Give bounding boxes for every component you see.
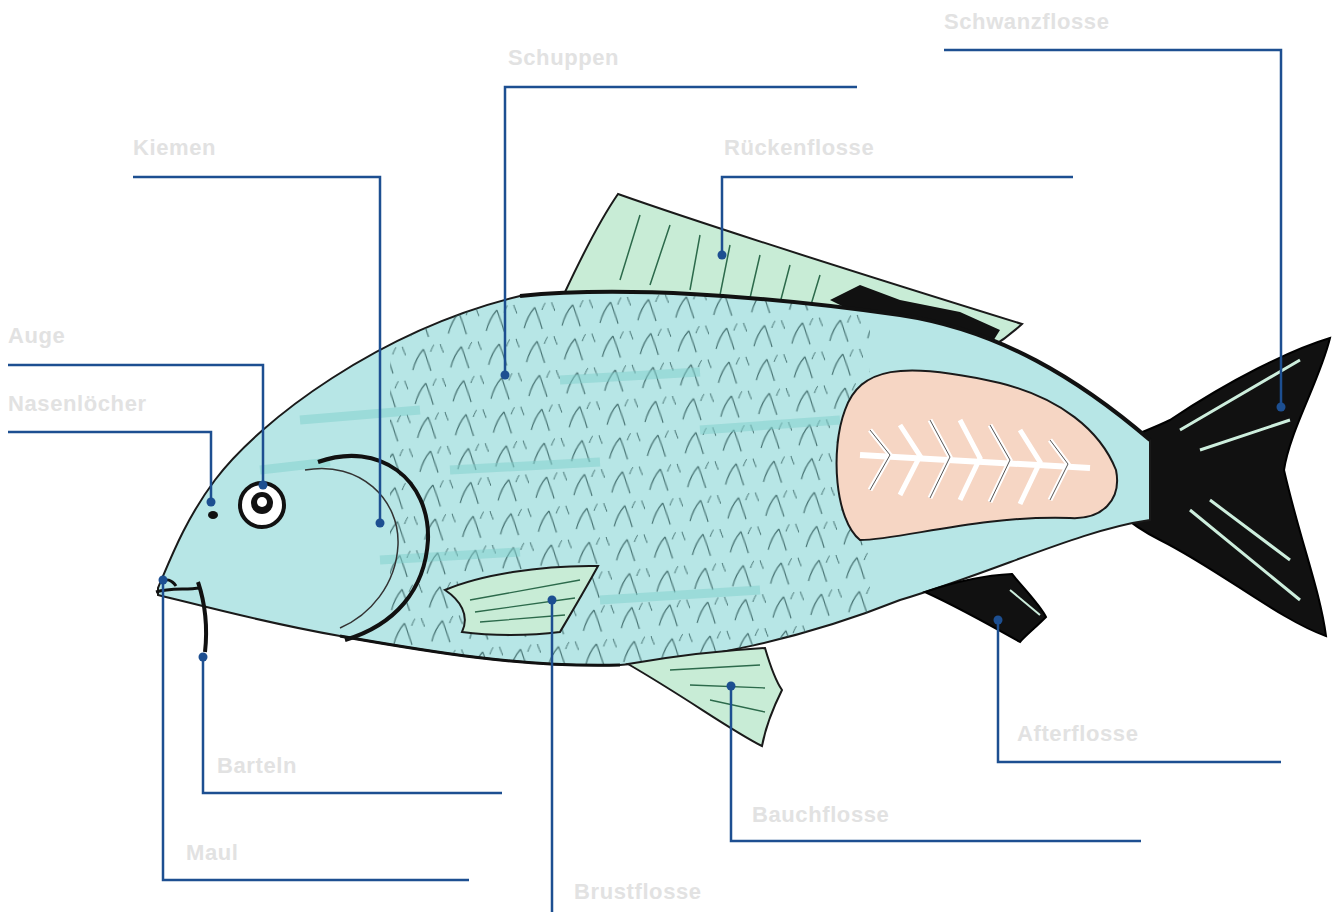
part-label: Auge [8,323,65,349]
part-label: Kiemen [133,135,216,161]
leader-lines [8,50,1281,912]
fish-body [158,290,1150,670]
part-label: Nasenlöcher [8,391,147,417]
part-label: Rückenflosse [724,135,874,161]
part-label: Bauchflosse [752,802,889,828]
cutaway-skeleton [837,370,1117,540]
part-label: Maul [186,840,239,866]
pelvic-fin [628,648,782,746]
part-label: Afterflosse [1017,721,1139,747]
part-label: Brustflosse [574,879,702,905]
nostril [208,511,218,519]
part-label: Schuppen [508,45,619,71]
part-label: Schwanzflosse [944,9,1110,35]
gill-cover [318,456,428,640]
leader-dots [159,251,1286,691]
barbel [198,582,206,652]
anal-fin [925,574,1046,642]
pectoral-fin [445,566,598,635]
eye [240,483,284,527]
gill-line [305,468,398,628]
part-label: Barteln [217,753,297,779]
